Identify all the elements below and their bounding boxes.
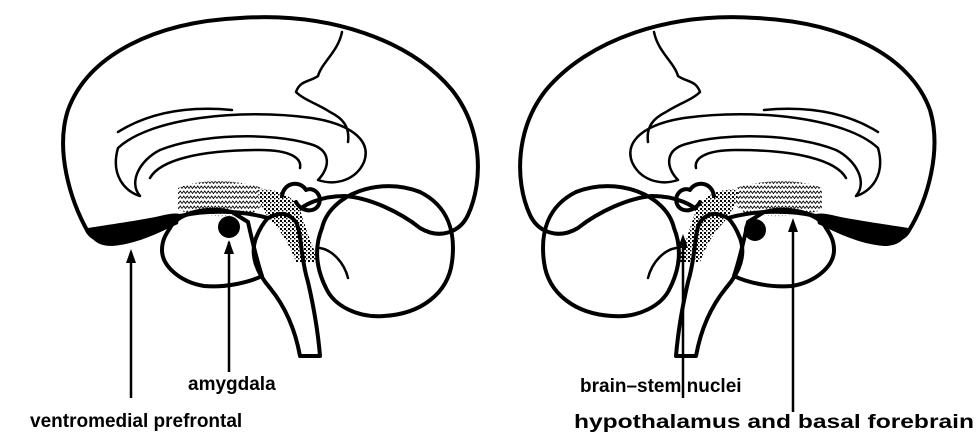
brain-stem-nuclei-label: brain–stem nuclei bbox=[580, 376, 742, 397]
left-temporal-lobe bbox=[162, 210, 262, 287]
right-cingulate-sulcus bbox=[764, 109, 878, 132]
left-hemisphere: amygdala ventromedial prefrontal bbox=[30, 17, 478, 432]
left-cerebellum-inner bbox=[320, 248, 348, 278]
right-cerebellum bbox=[543, 186, 679, 316]
right-cerebellum-inner bbox=[648, 248, 676, 278]
amygdala-label: amygdala bbox=[188, 374, 276, 395]
right-hemisphere: brain–stem nuclei hypothalamus and basal… bbox=[520, 17, 974, 433]
ventromedial-prefrontal-label: ventromedial prefrontal bbox=[30, 411, 242, 432]
right-ventromedial-prefrontal-region bbox=[816, 213, 908, 246]
left-brainstem-region bbox=[258, 190, 320, 262]
right-hypothalamus-arrowhead bbox=[788, 218, 798, 232]
left-amygdala-dot bbox=[218, 216, 240, 238]
left-cingulate-sulcus bbox=[118, 109, 232, 132]
left-fornix-line bbox=[150, 150, 300, 178]
left-amygdala-arrowhead bbox=[224, 240, 234, 254]
right-amygdala-dot bbox=[744, 219, 766, 241]
left-ventromedial-prefrontal-region bbox=[88, 213, 180, 246]
left-ventromedial-arrowhead bbox=[126, 249, 136, 263]
hypothalamus-basal-forebrain-label: hypothalamus and basal forebrain bbox=[574, 412, 974, 433]
right-fornix-line bbox=[696, 150, 846, 178]
